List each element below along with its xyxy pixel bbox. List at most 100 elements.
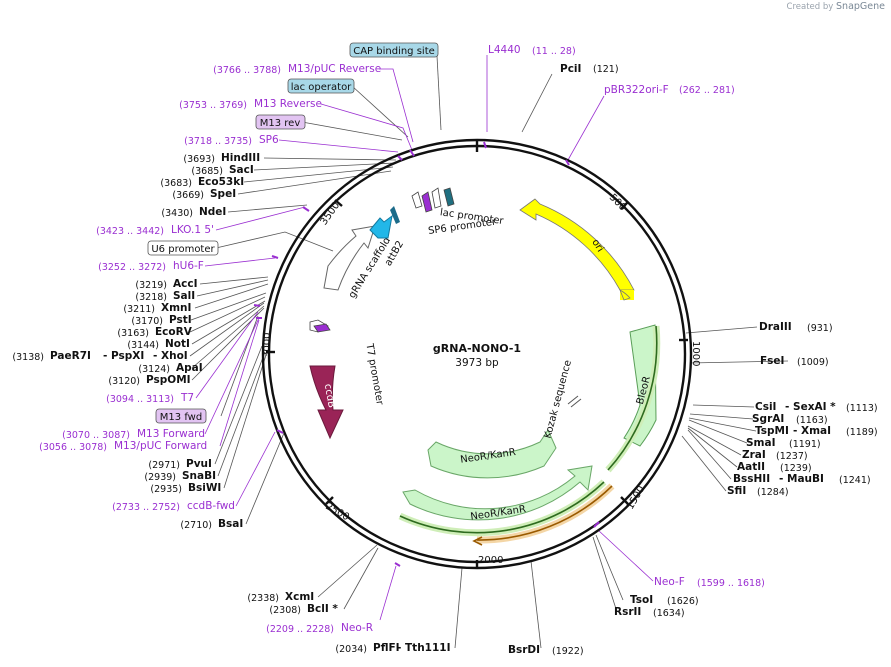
svg-text:SP6: SP6	[259, 134, 279, 146]
svg-text:M13/pUC Forward: M13/pUC Forward	[114, 440, 207, 452]
svg-text:(2209 .. 2228): (2209 .. 2228)	[266, 624, 334, 635]
svg-text:(3252 .. 3272): (3252 .. 3272)	[98, 262, 166, 273]
svg-text:(2971): (2971)	[148, 460, 180, 471]
svg-text:SmaI: SmaI	[746, 437, 776, 449]
svg-text:M13 fwd: M13 fwd	[160, 412, 202, 423]
svg-text:Neo-F: Neo-F	[654, 576, 685, 588]
svg-text:(2939): (2939)	[144, 472, 176, 483]
svg-text:SacI: SacI	[229, 164, 254, 176]
l4440-label: L4440	[488, 44, 521, 56]
svg-text:T7: T7	[180, 392, 194, 404]
svg-text:M13 rev: M13 rev	[260, 118, 301, 129]
svg-text:(1634): (1634)	[653, 608, 685, 619]
svg-text:(3056 .. 3078): (3056 .. 3078)	[39, 442, 107, 453]
tick-marks	[266, 140, 688, 568]
tick-1000: 1000	[690, 341, 701, 366]
svg-text:PaeR7I: PaeR7I	[50, 350, 91, 362]
svg-text:hU6-F: hU6-F	[173, 260, 204, 272]
svg-text:(2733 .. 2752): (2733 .. 2752)	[112, 502, 180, 513]
svg-text:LKO.1 5': LKO.1 5'	[171, 224, 214, 236]
svg-text:FseI: FseI	[760, 355, 784, 367]
svg-text:PstI: PstI	[169, 314, 192, 326]
svg-text:PvuI: PvuI	[186, 458, 212, 470]
svg-text:(3163): (3163)	[117, 328, 149, 339]
svg-text:SfiI: SfiI	[727, 485, 746, 497]
svg-text:(3753 .. 3769): (3753 .. 3769)	[179, 100, 247, 111]
svg-text:SgrAI: SgrAI	[752, 413, 784, 425]
svg-text:PflFI: PflFI	[373, 642, 400, 654]
svg-text:BsaI: BsaI	[218, 518, 243, 530]
svg-text:ccdB-fwd: ccdB-fwd	[187, 500, 235, 512]
svg-text:(1241): (1241)	[839, 475, 871, 486]
svg-text:(2710): (2710)	[180, 520, 212, 531]
bottom-labels: (2338) XcmI (2308) BclI * (2209 .. 2228)…	[247, 591, 583, 657]
svg-text:ZraI: ZraI	[742, 449, 766, 461]
svg-text:(1237): (1237)	[776, 451, 808, 462]
snapgene-logo: SnapGene	[836, 1, 885, 12]
svg-text:BsiWI: BsiWI	[188, 482, 221, 494]
svg-text:- XhoI: - XhoI	[153, 350, 188, 362]
svg-text:(3718 .. 3735): (3718 .. 3735)	[184, 136, 252, 147]
svg-text:BsrDI: BsrDI	[508, 644, 540, 656]
svg-text:(931): (931)	[807, 323, 833, 334]
tick-2000: 2000	[478, 555, 503, 566]
svg-text:(3430): (3430)	[161, 208, 193, 219]
tick-2500: 2500	[324, 501, 352, 523]
svg-text:(3669): (3669)	[172, 190, 204, 201]
svg-text:PspOMI: PspOMI	[146, 374, 191, 386]
svg-text:- PspXI: - PspXI	[103, 350, 144, 362]
svg-text:NotI: NotI	[165, 338, 190, 350]
svg-text:U6 promoter: U6 promoter	[151, 244, 215, 255]
neo-outer-label: NeoR/KanR	[470, 504, 527, 523]
svg-text:(1599 .. 1618): (1599 .. 1618)	[697, 578, 765, 589]
svg-text:(3094 .. 3113): (3094 .. 3113)	[106, 394, 174, 405]
m13-fwd-badge: M13 fwd	[155, 408, 207, 424]
l4440-pos: (11 .. 28)	[532, 46, 576, 57]
svg-text:lac operator: lac operator	[291, 82, 352, 93]
svg-text:(3693): (3693)	[183, 154, 215, 165]
pbr322-label: pBR322ori-F	[604, 84, 669, 96]
svg-text:- MauBI: - MauBI	[779, 473, 824, 485]
t7-promoter-label: T7 promoter	[363, 342, 385, 407]
svg-text:BssHII: BssHII	[733, 473, 770, 485]
svg-text:XmnI: XmnI	[161, 302, 191, 314]
svg-text:BclI *: BclI *	[307, 603, 338, 615]
svg-text:(3070 .. 3087): (3070 .. 3087)	[62, 430, 130, 441]
svg-text:TspMI: TspMI	[755, 425, 789, 437]
svg-text:XcmI: XcmI	[285, 591, 314, 603]
u6-promoter-badge: U6 promoter	[147, 240, 219, 256]
feature-ccdb: ccdB	[309, 365, 344, 440]
svg-text:(1922): (1922)	[552, 646, 584, 657]
svg-text:HindIII: HindIII	[221, 152, 260, 164]
svg-text:(3144): (3144)	[127, 340, 159, 351]
svg-text:(2338): (2338)	[247, 593, 279, 604]
left-labels: (3766 .. 3788) M13/pUC Reverse (3753 .. …	[12, 63, 381, 531]
feature-kozak: Kozak sequence	[543, 359, 582, 440]
svg-text:RsrII: RsrII	[614, 606, 641, 618]
primer-markers	[253, 141, 600, 567]
feature-sp6-lac: lac promoter SP6 promoter	[411, 187, 505, 237]
snapgene-watermark: Created by SnapGene	[786, 1, 885, 12]
pbr322-pos: (262 .. 281)	[679, 85, 735, 96]
right-labels: DraIII (931) FseI (1009) CsiI - SexAI * …	[614, 321, 878, 619]
svg-text:- SexAI *: - SexAI *	[785, 401, 836, 413]
svg-text:(1239): (1239)	[780, 463, 812, 474]
plasmid-name: gRNA-NONO-1	[433, 342, 521, 355]
svg-text:CAP binding site: CAP binding site	[353, 46, 435, 57]
svg-text:(3138): (3138)	[12, 352, 44, 363]
svg-text:- XmaI: - XmaI	[793, 425, 831, 437]
svg-text:(2308): (2308)	[269, 605, 301, 616]
svg-text:(3683): (3683)	[160, 178, 192, 189]
svg-text:(3218): (3218)	[135, 292, 167, 303]
svg-text:(3423 .. 3442): (3423 .. 3442)	[96, 226, 164, 237]
svg-text:(3211): (3211)	[123, 304, 155, 315]
svg-text:AccI: AccI	[173, 278, 197, 290]
svg-text:SalI: SalI	[173, 290, 195, 302]
svg-text:Neo-R: Neo-R	[341, 622, 373, 634]
svg-text:(3219): (3219)	[135, 280, 167, 291]
svg-text:Eco53kI: Eco53kI	[198, 176, 244, 188]
svg-text:TsoI: TsoI	[630, 594, 653, 606]
svg-text:M13 Reverse: M13 Reverse	[254, 98, 322, 110]
svg-text:(1626): (1626)	[667, 596, 699, 607]
